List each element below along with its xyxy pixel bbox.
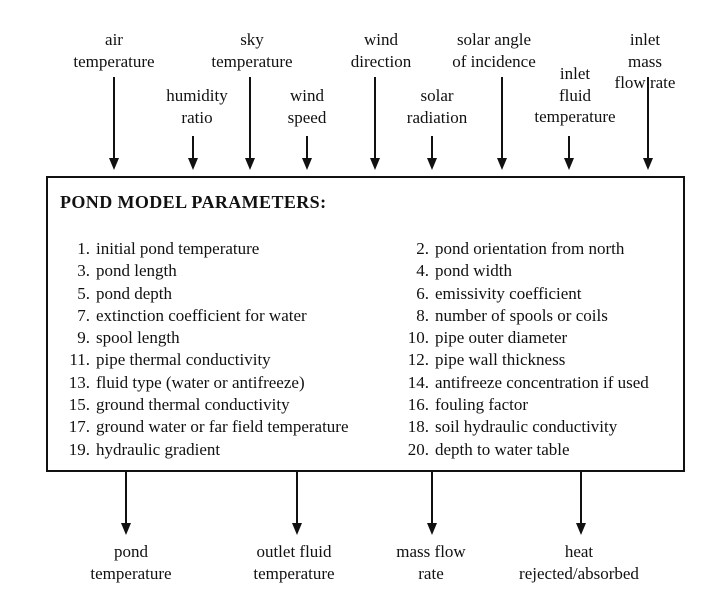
- output-arrow-outlet-fluid-temperature: [296, 472, 298, 523]
- pond-model-parameters-box: POND MODEL PARAMETERS: 1. initial pond te…: [46, 176, 685, 472]
- parameter-item: 19. hydraulic gradient: [56, 439, 360, 461]
- parameter-item: 3. pond length: [56, 260, 360, 282]
- input-arrow-wind-speed: [306, 136, 308, 158]
- output-label-outlet-fluid-temperature: outlet fluid temperature: [253, 542, 335, 583]
- parameter-text: hydraulic gradient: [96, 439, 221, 459]
- output-label-mass-flow-rate: mass flow rate: [396, 542, 466, 583]
- parameter-number: 15.: [68, 395, 90, 415]
- parameter-item: 2. pond orientation from north: [395, 238, 687, 260]
- parameter-item: 16. fouling factor: [395, 394, 687, 416]
- input-arrow-air-temperature: [113, 77, 115, 158]
- parameter-text: ground thermal conductivity: [96, 395, 290, 415]
- box-title: POND MODEL PARAMETERS:: [60, 192, 327, 212]
- parameter-text: fluid type (water or antifreeze): [96, 372, 305, 392]
- parameter-text: pipe wall thickness: [435, 350, 566, 370]
- parameter-text: pipe thermal conductivity: [96, 350, 271, 370]
- parameter-number: 3.: [77, 261, 90, 281]
- parameter-number: 8.: [416, 305, 429, 325]
- parameter-number: 10.: [407, 328, 429, 348]
- parameter-item: 4. pond width: [395, 260, 687, 282]
- parameter-item: 18. soil hydraulic conductivity: [395, 416, 687, 438]
- parameter-text: number of spools or coils: [435, 305, 608, 325]
- output-arrow-pond-temperature: [125, 472, 127, 523]
- output-arrow-mass-flow-rate: [431, 472, 433, 523]
- parameter-number: 11.: [69, 350, 90, 370]
- input-label-solar-radiation: solar radiation: [406, 86, 468, 127]
- parameter-number: 2.: [416, 239, 429, 258]
- parameter-number: 20.: [407, 439, 429, 459]
- input-arrow-solar-angle: [501, 77, 503, 158]
- parameter-number: 4.: [416, 261, 429, 281]
- input-label-humidity-ratio: humidity ratio: [166, 86, 228, 127]
- parameter-item: 14. antifreeze concentration if used: [395, 372, 687, 394]
- parameter-number: 18.: [407, 417, 429, 437]
- parameter-text: pipe outer diameter: [435, 328, 568, 348]
- parameter-item: 8. number of spools or coils: [395, 305, 687, 327]
- input-arrow-sky-temperature: [249, 77, 251, 158]
- input-label-inlet-mass-flow-rate: inlet mass flow rate: [614, 30, 676, 92]
- parameter-text: pond length: [96, 261, 177, 281]
- parameter-item: 9. spool length: [56, 327, 360, 349]
- parameter-number: 9.: [77, 328, 90, 348]
- parameter-number: 7.: [77, 305, 90, 325]
- input-label-solar-angle: solar angle of incidence: [452, 30, 536, 71]
- parameter-text: initial pond temperature: [96, 239, 260, 258]
- input-label-wind-speed: wind speed: [287, 86, 327, 127]
- parameter-text: extinction coefficient for water: [96, 305, 307, 325]
- output-label-pond-temperature: pond temperature: [90, 542, 172, 583]
- input-arrow-solar-radiation: [431, 136, 433, 158]
- parameter-number: 14.: [407, 372, 429, 392]
- parameter-number: 19.: [68, 439, 90, 459]
- parameter-text: depth to water table: [435, 439, 570, 459]
- parameter-item: 13. fluid type (water or antifreeze): [56, 372, 360, 394]
- parameter-item: 6. emissivity coefficient: [395, 283, 687, 305]
- parameter-item: 20. depth to water table: [395, 439, 687, 461]
- parameter-text: soil hydraulic conductivity: [435, 417, 618, 437]
- input-arrow-inlet-fluid-temperature: [568, 136, 570, 158]
- input-label-inlet-fluid-temperature: inlet fluid temperature: [534, 64, 616, 126]
- parameter-number: 13.: [68, 372, 90, 392]
- parameter-text: emissivity coefficient: [435, 283, 582, 303]
- parameter-number: 12.: [407, 350, 429, 370]
- parameters-left-column: 1. initial pond temperature 3. pond length…: [56, 238, 360, 461]
- parameter-item: 15. ground thermal conductivity: [56, 394, 360, 416]
- output-label-heat-rejected-absorbed: heat rejected/absorbed: [519, 542, 639, 583]
- parameter-item: 1. initial pond temperature: [56, 238, 360, 260]
- parameter-item: 12. pipe wall thickness: [395, 349, 687, 371]
- parameter-text: fouling factor: [435, 395, 528, 415]
- parameter-number: 6.: [416, 283, 429, 303]
- parameter-text: pond orientation from north: [435, 239, 625, 258]
- parameter-number: 17.: [68, 417, 90, 437]
- parameter-number: 16.: [407, 395, 429, 415]
- parameter-text: pond depth: [96, 283, 173, 303]
- input-label-wind-direction: wind direction: [350, 30, 412, 71]
- parameters-right-column: 2. pond orientation from north 4. pond wid…: [395, 238, 687, 461]
- parameter-text: ground water or far field temperature: [96, 417, 349, 437]
- parameter-item: 11. pipe thermal conductivity: [56, 349, 360, 371]
- output-arrow-heat-rejected-absorbed: [580, 472, 582, 523]
- input-arrow-humidity-ratio: [192, 136, 194, 158]
- input-label-air-temperature: air temperature: [73, 30, 155, 71]
- parameter-number: 5.: [77, 283, 90, 303]
- parameter-text: spool length: [96, 328, 180, 348]
- input-label-sky-temperature: sky temperature: [211, 30, 293, 71]
- parameter-item: 7. extinction coefficient for water: [56, 305, 360, 327]
- parameter-item: 17. ground water or far field temperature: [56, 416, 360, 438]
- parameter-item: 5. pond depth: [56, 283, 360, 305]
- parameter-number: 1.: [77, 239, 90, 258]
- parameter-item: 10. pipe outer diameter: [395, 327, 687, 349]
- input-arrow-wind-direction: [374, 77, 376, 158]
- parameter-text: pond width: [435, 261, 512, 281]
- parameter-text: antifreeze concentration if used: [435, 372, 649, 392]
- input-arrow-inlet-mass-flow-rate: [647, 77, 649, 158]
